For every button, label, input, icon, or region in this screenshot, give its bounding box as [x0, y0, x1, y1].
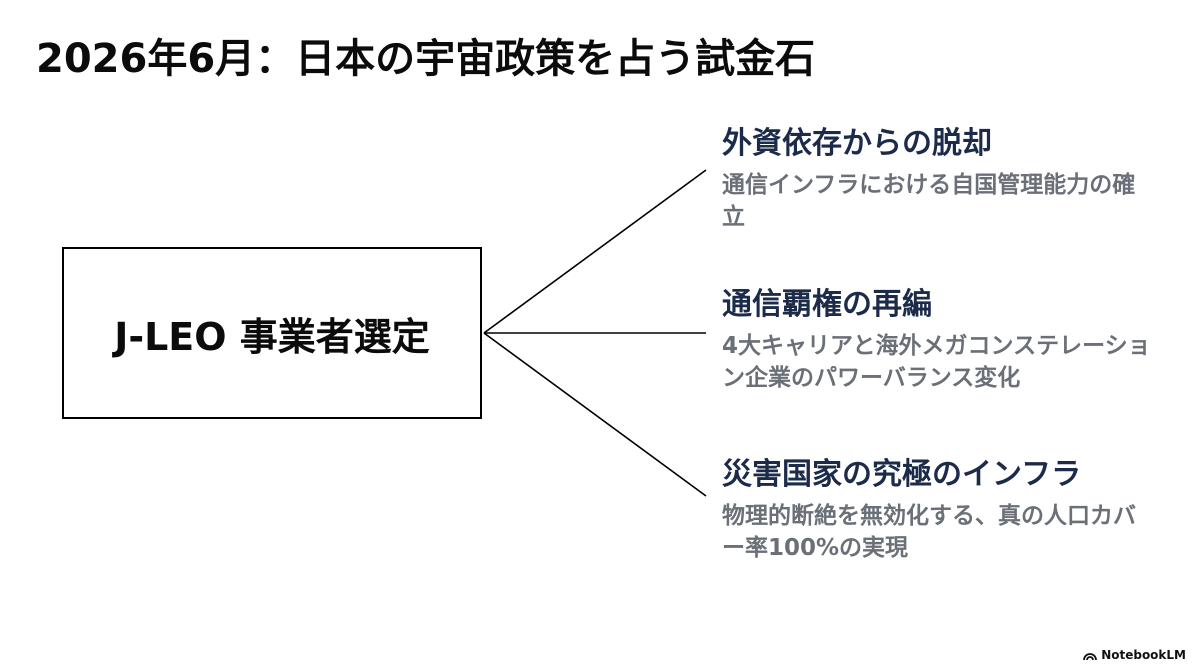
branch-heading: 通信覇権の再編: [722, 287, 932, 322]
branch-node-3: 災害国家の究極のインフラ 物理的断絶を無効化する、真の人口カバー率100%の実現: [722, 456, 1162, 564]
branch-description: 通信インフラにおける自国管理能力の確立: [722, 172, 1136, 230]
central-node-label: J-LEO 事業者選定: [114, 314, 430, 359]
connector-line-1: [483, 169, 707, 334]
notebooklm-watermark: NotebookLM: [1083, 648, 1186, 662]
branch-node-2: 通信覇権の再編 4大キャリアと海外メガコンステレーション企業のパワーバランス変化: [722, 286, 1162, 394]
branch-node-1: 外資依存からの脱却 通信インフラにおける自国管理能力の確立: [722, 125, 1162, 233]
branch-heading: 外資依存からの脱却: [722, 126, 992, 161]
page-title: 2026年6月：日本の宇宙政策を占う試金石: [36, 36, 816, 82]
central-node: J-LEO 事業者選定: [62, 247, 482, 419]
branch-description: 4大キャリアと海外メガコンステレーション企業のパワーバランス変化: [722, 333, 1151, 391]
notebooklm-logo-icon: [1083, 652, 1098, 660]
connector-line-3: [483, 332, 707, 497]
branch-heading: 災害国家の究極のインフラ: [722, 457, 1082, 492]
branch-description: 物理的断絶を無効化する、真の人口カバー率100%の実現: [722, 503, 1136, 561]
watermark-text: NotebookLM: [1101, 648, 1186, 662]
